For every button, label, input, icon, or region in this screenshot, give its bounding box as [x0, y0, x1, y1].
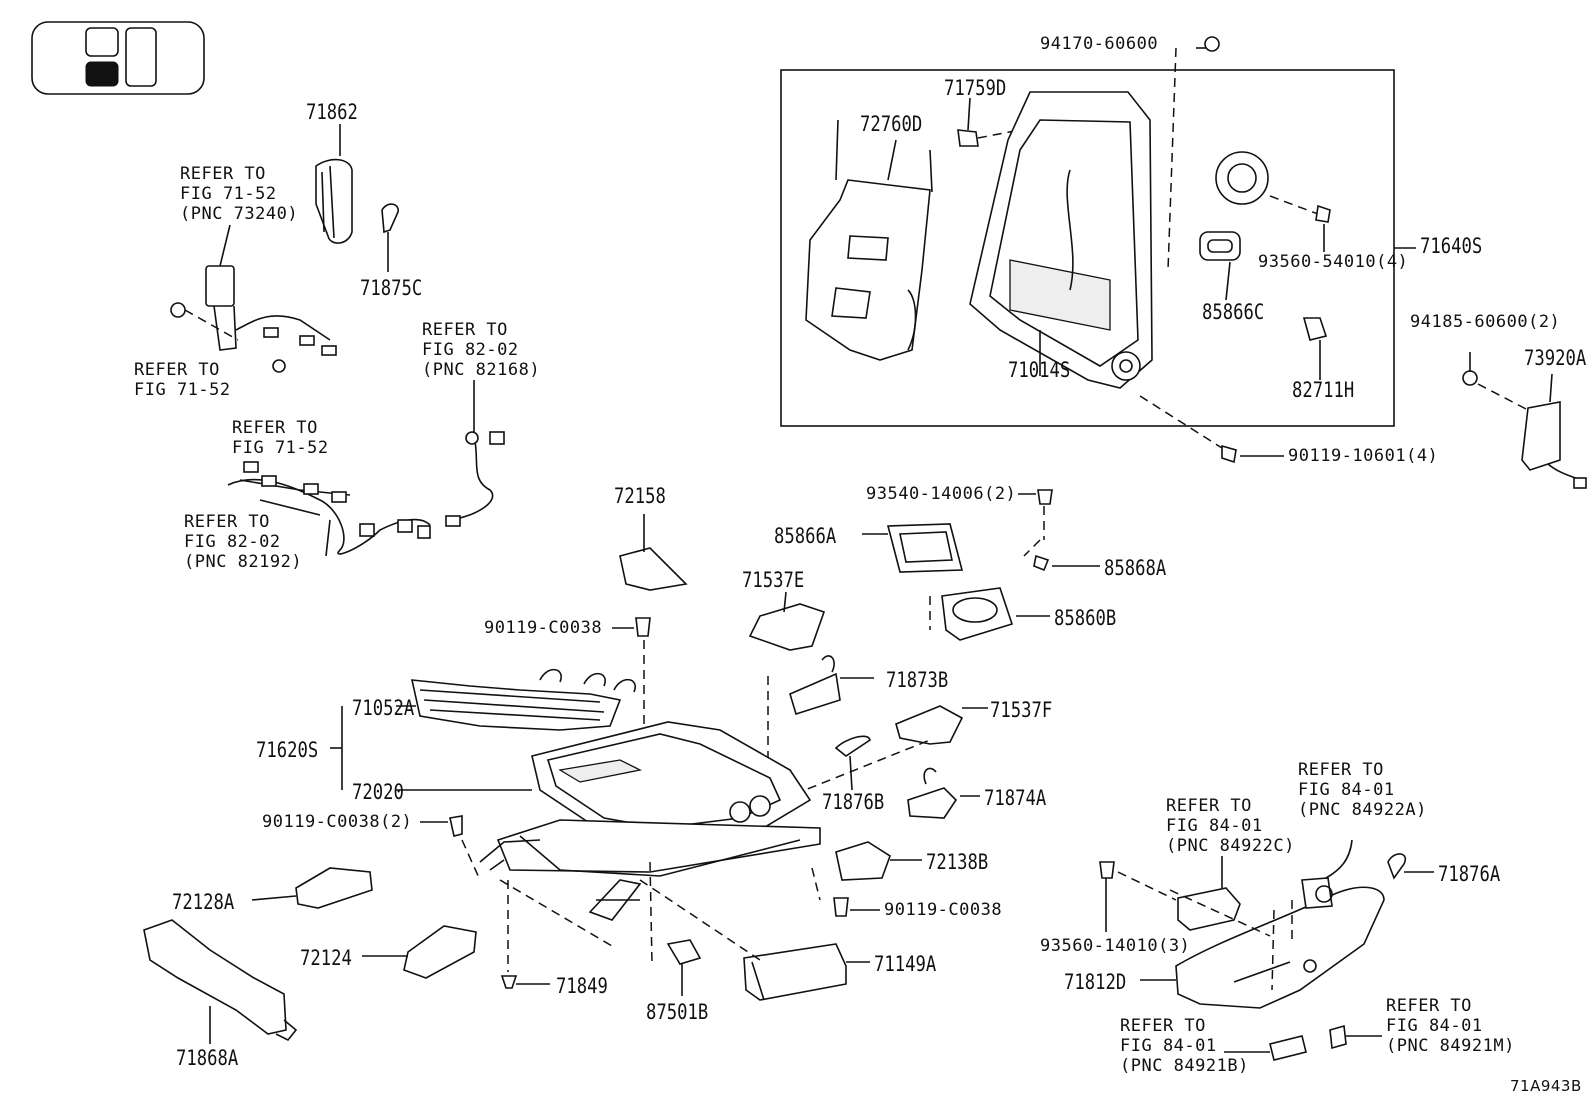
screw-93540-14006	[1018, 489, 1053, 540]
bezel-85866a	[886, 523, 964, 573]
switch-85860b	[929, 587, 1050, 641]
switch-ring-part	[1215, 151, 1319, 215]
ref-note-82-02-82192: REFER TO FIG 82-02 (PNC 82192)	[184, 512, 303, 572]
wire-harness-82192	[227, 461, 431, 555]
part-label-71873b: 71873B	[886, 668, 949, 692]
bezel-85866c	[1199, 231, 1241, 301]
part-label-71149a: 71149A	[874, 952, 937, 976]
bolt-90119-c0038-top	[612, 617, 651, 740]
part-label-90119-10601: 90119-10601(4)	[1288, 446, 1439, 466]
cover-72124	[362, 925, 477, 979]
part-label-90119-c0038-2: 90119-C0038(2)	[262, 812, 413, 832]
part-label-71620s: 71620S	[256, 738, 319, 762]
seat-spring-71052a	[410, 668, 636, 731]
side-airbag-73920a	[1462, 352, 1587, 489]
clip-71849	[499, 879, 613, 989]
sensor-87501b	[649, 861, 702, 996]
ref-note-84-01-84922a: REFER TO FIG 84-01 (PNC 84922A)	[1298, 760, 1427, 820]
figure-id: 71A943B	[1510, 1077, 1582, 1095]
cover-71149a	[639, 879, 870, 1001]
part-label-93560-14010: 93560-14010(3)	[1040, 936, 1191, 956]
seat-position-icon	[31, 21, 205, 95]
part-label-85860b: 85860B	[1054, 606, 1117, 630]
seat-adjuster-track	[479, 819, 821, 921]
seat-cushion-frame-72020	[531, 721, 812, 841]
part-label-71759d: 71759D	[944, 76, 1007, 100]
bolt-90119-c0038-2	[420, 815, 481, 881]
cover-72128a	[251, 867, 373, 909]
knob-84921m	[1329, 1024, 1382, 1050]
part-label-87501b: 87501B	[646, 1000, 709, 1024]
nut-94170-60600	[1204, 36, 1220, 52]
part-label-85866a: 85866A	[774, 524, 837, 548]
part-label-72138b: 72138B	[926, 850, 989, 874]
part-label-71849: 71849	[556, 974, 608, 998]
part-label-93540-14006: 93540-14006(2)	[866, 484, 1017, 504]
ref-note-82-02-82168: REFER TO FIG 82-02 (PNC 82168)	[422, 320, 541, 380]
part-label-71537e: 71537E	[742, 568, 805, 592]
seat-belt-buckle	[170, 265, 337, 373]
part-label-72158: 72158	[614, 484, 666, 508]
knob-84921b	[1224, 1035, 1307, 1061]
part-label-71875c: 71875C	[360, 276, 423, 300]
cover-71537e	[748, 591, 826, 651]
part-label-72020: 72020	[352, 780, 404, 804]
part-label-71876b: 71876B	[822, 790, 885, 814]
cover-71876b	[834, 735, 871, 791]
ref-note-84-01-84921b: REFER TO FIG 84-01 (PNC 84921B)	[1120, 1016, 1249, 1076]
switch-84922c	[1177, 856, 1241, 931]
part-label-71812d: 71812D	[1064, 970, 1127, 994]
ref-note-84-01-84921m: REFER TO FIG 84-01 (PNC 84921M)	[1386, 996, 1515, 1056]
clip-71759d	[957, 97, 1031, 147]
part-label-71640s: 71640S	[1420, 234, 1483, 258]
seatback-board-72760d	[805, 119, 933, 361]
bracket-72158	[619, 514, 688, 591]
part-label-72760d: 72760D	[860, 112, 923, 136]
part-label-73920a: 73920A	[1524, 346, 1587, 370]
bracket-71874a	[907, 767, 980, 819]
clip-85868a	[1023, 539, 1100, 572]
cover-71875c-part	[381, 203, 399, 272]
part-label-71537f: 71537F	[990, 698, 1053, 722]
part-label-71014s: 71014S	[1008, 358, 1071, 382]
ref-note-71-52-b: REFER TO FIG 71-52	[232, 418, 329, 458]
part-label-85866c: 85866C	[1202, 300, 1265, 324]
screw-93560-14010	[1099, 861, 1271, 937]
bracket-71873b	[767, 655, 874, 760]
part-label-71052a: 71052A	[352, 696, 415, 720]
bolt-90119-10601	[1139, 395, 1284, 464]
knob-84922a	[1301, 839, 1353, 909]
part-label-94185-60600: 94185-60600(2)	[1410, 312, 1561, 332]
seatback-frame-71014s	[969, 91, 1153, 389]
part-label-71874a: 71874A	[984, 786, 1047, 810]
part-label-71876a: 71876A	[1438, 862, 1501, 886]
part-label-85868a: 85868A	[1104, 556, 1167, 580]
bolt-90119-c0038-bottom	[811, 867, 880, 917]
cover-71868a	[143, 919, 298, 1044]
ref-note-84-01-84922c: REFER TO FIG 84-01 (PNC 84922C)	[1166, 796, 1295, 856]
wire-harness-82168	[445, 380, 505, 527]
ref-note-71-52-73240: REFER TO FIG 71-52 (PNC 73240)	[180, 164, 299, 224]
belt-guide-part	[315, 124, 353, 244]
part-label-72124: 72124	[300, 946, 352, 970]
part-label-94170-60600: 94170-60600	[1040, 34, 1159, 54]
part-label-93560-54010: 93560-54010(4)	[1258, 252, 1409, 272]
part-label-90119-c0038-top: 90119-C0038	[484, 618, 603, 638]
clip-82711h	[1302, 317, 1328, 380]
screw-93560-54010	[1315, 204, 1331, 252]
part-label-71862: 71862	[306, 100, 358, 124]
cover-71537f	[779, 705, 988, 801]
part-label-90119-c0038-bottom: 90119-C0038	[884, 900, 1003, 920]
cover-71876a	[1387, 853, 1434, 880]
cover-72138b	[835, 841, 922, 881]
part-label-72128a: 72128A	[172, 890, 235, 914]
part-label-71868a: 71868A	[176, 1046, 239, 1070]
ref-note-71-52-a: REFER TO FIG 71-52	[134, 360, 231, 400]
part-label-82711h: 82711H	[1292, 378, 1355, 402]
